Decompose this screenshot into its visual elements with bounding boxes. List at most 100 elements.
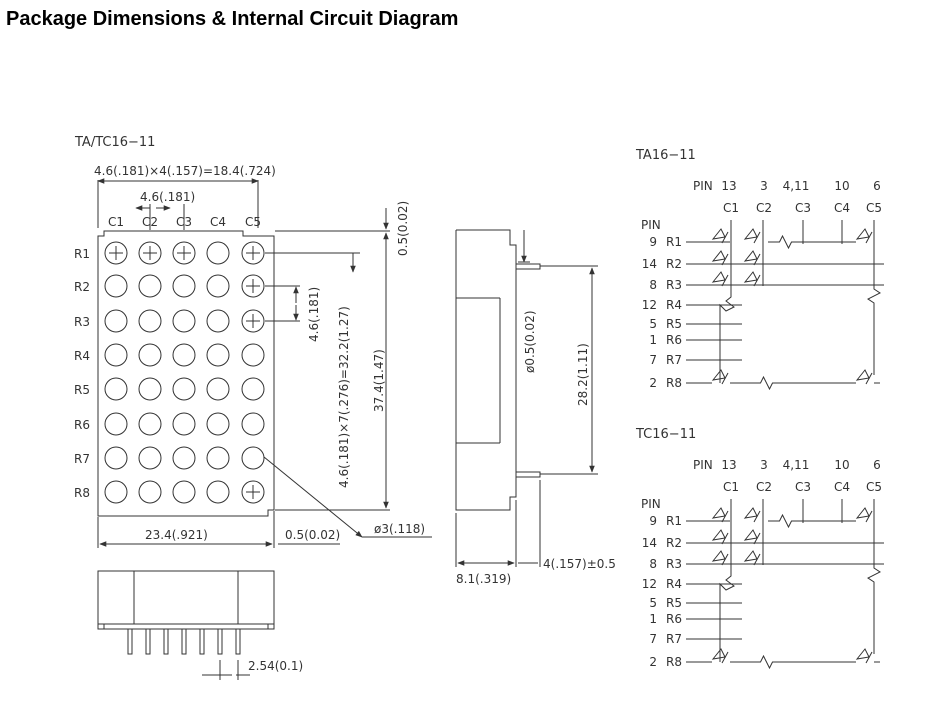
circuit-diode (743, 228, 758, 240)
side-view-outline (455, 229, 517, 511)
circuit-right-rail (867, 264, 881, 375)
bottom-view-pin (163, 628, 169, 655)
circuit-col-pin: 4,11 (783, 179, 810, 193)
circuit-left-rail (719, 564, 735, 662)
circuit-row-name: R4 (666, 298, 682, 312)
dim-side-gap-label: 0.5(0.02) (285, 528, 340, 542)
led-dot (241, 412, 265, 436)
circuit-col-pin: 3 (760, 179, 768, 193)
circuit-row-name: R7 (666, 632, 682, 646)
led-dot (241, 343, 265, 367)
bottom-view-pin (181, 628, 187, 655)
package-model-label: TA/TC16−11 (74, 135, 155, 150)
led-dot (206, 241, 230, 265)
circuit-col-name: C4 (834, 201, 850, 215)
circuit-row-pin-header: PIN (641, 218, 661, 232)
led-dot (138, 343, 162, 367)
circuit-col-pin: 6 (873, 179, 881, 193)
led-dot (172, 343, 196, 367)
circuit-row-pin: 1 (649, 612, 657, 626)
led-dot (104, 241, 128, 265)
circuit-diode (711, 529, 726, 541)
circuit-diode (711, 507, 726, 519)
led-dot (138, 480, 162, 504)
circuit-col-name: C4 (834, 480, 850, 494)
led-dot (241, 446, 265, 470)
circuit-diode (743, 507, 758, 519)
circuit-r1-wire (768, 513, 803, 529)
led-dot (104, 412, 128, 436)
circuit-right-rail (867, 543, 881, 654)
led-dot (206, 412, 230, 436)
led-dot (241, 309, 265, 333)
circuit-row-pin-header: PIN (641, 497, 661, 511)
dim-pin-pitch-label: 2.54(0.1) (248, 659, 303, 673)
bottom-view-pin (127, 628, 133, 655)
circuit-col-name: C5 (866, 201, 882, 215)
circuit-diode-bar (721, 553, 729, 566)
dim-pin-diameter-label: ø0.5(0.02) (523, 310, 537, 373)
led-dot (172, 446, 196, 470)
circuit-row-pin: 2 (649, 655, 657, 669)
circuit-row-name: R1 (666, 514, 682, 528)
led-dot (206, 274, 230, 298)
led-dot (206, 377, 230, 401)
row-label: R4 (74, 349, 90, 363)
circuit-diode-bar (721, 274, 729, 287)
circuit-diode (743, 271, 758, 283)
circuit-diode (711, 271, 726, 283)
circuit-diode-bar (753, 253, 761, 266)
circuit-diode (743, 529, 758, 541)
column-label: C3 (176, 215, 192, 229)
dim-pin-span-label: 28.2(1.11) (576, 343, 590, 406)
dim-pitch-label: 4.6(.181) (140, 190, 195, 204)
circuit-diode (743, 250, 758, 262)
dim-depth-label: 8.1(.319) (456, 572, 511, 586)
circuit-row-pin: 8 (649, 278, 657, 292)
circuit-col-name: C2 (756, 480, 772, 494)
circuit-col-pin: 10 (834, 179, 849, 193)
column-label: C1 (108, 215, 124, 229)
circuit-r8-wire (730, 375, 803, 391)
circuit-diode (711, 228, 726, 240)
led-dot (172, 241, 196, 265)
circuit-row-name: R5 (666, 596, 682, 610)
circuit-col-name: C2 (756, 201, 772, 215)
circuit-row-name: R2 (666, 257, 682, 271)
circuit-col-pin: 6 (873, 458, 881, 472)
circuit-diode (711, 369, 726, 381)
circuit-diode (855, 507, 870, 519)
dim-row-pitch-label: 4.6(.181) (307, 287, 321, 342)
bottom-view-pin (145, 628, 151, 655)
display-body-outline (97, 230, 275, 517)
circuit-col-pin: 10 (834, 458, 849, 472)
row-label: R2 (74, 280, 90, 294)
circuit-row-pin: 12 (642, 298, 657, 312)
row-label: R8 (74, 486, 90, 500)
dim-pin-length-label: 4(.157)±0.5 (543, 557, 616, 571)
circuit-diode (855, 369, 870, 381)
circuit-col-pin-header: PIN (693, 458, 713, 472)
circuit-diode-bar (721, 253, 729, 266)
row-label: R3 (74, 315, 90, 329)
circuit-diode-bar (721, 532, 729, 545)
dim-dot-diameter-label: ø3(.118) (374, 522, 425, 536)
side-view-pin-top (515, 263, 541, 270)
led-dot (172, 412, 196, 436)
circuit-row-pin: 14 (642, 536, 657, 550)
circuit-left-rail (719, 285, 735, 383)
circuit-diode-bar (721, 231, 729, 244)
circuit-name: TA16−11 (635, 148, 696, 163)
row-label: R1 (74, 247, 90, 261)
circuit-row-pin: 7 (649, 353, 657, 367)
led-dot (104, 480, 128, 504)
led-dot (241, 241, 265, 265)
circuit-row-pin: 14 (642, 257, 657, 271)
led-dot (138, 412, 162, 436)
row-label: R6 (74, 418, 90, 432)
bottom-view-pin (235, 628, 241, 655)
circuit-diode-bar (753, 553, 761, 566)
led-dot (172, 377, 196, 401)
led-dot (138, 377, 162, 401)
